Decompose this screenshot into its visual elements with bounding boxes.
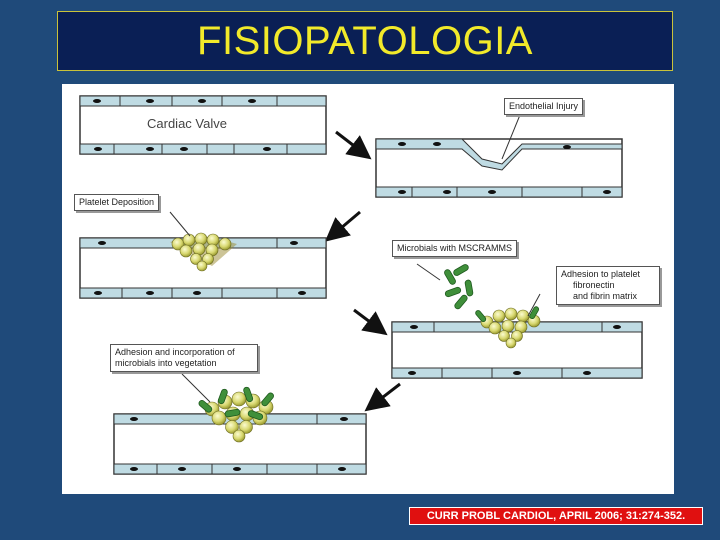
label-incorporation-line-2: microbials into vegetation [115, 358, 217, 368]
citation-badge: CURR PROBL CARDIOL, APRIL 2006; 31:274-3… [409, 507, 703, 525]
microbials-cluster [416, 263, 474, 310]
pathophysiology-diagram: Cardiac Valve [62, 84, 674, 494]
stage-5-vegetation [113, 373, 367, 475]
label-microbials: Microbials with MSCRAMMS [392, 240, 518, 257]
label-incorporation: Adhesion and incorporation of microbials… [110, 344, 258, 372]
label-adhesion-line-2: fibronectin [573, 280, 615, 290]
label-incorporation-line-1: Adhesion and incorporation of [115, 347, 235, 357]
arrow-2 [324, 210, 361, 242]
label-adhesion-line-1: Adhesion to platelet [561, 269, 641, 279]
label-adhesion-line-3: and fibrin matrix [573, 291, 638, 301]
stage-2-injury [375, 109, 623, 198]
pointer-platelet [169, 211, 191, 237]
arrow-4 [364, 382, 401, 412]
arrow-1 [335, 130, 372, 160]
stage-1-valve: Cardiac Valve [79, 95, 327, 155]
label-cardiac-valve: Cardiac Valve [147, 116, 227, 131]
diagram-canvas: Cardiac Valve [79, 95, 643, 475]
title-box: FISIOPATOLOGIA [57, 11, 673, 71]
pointer-injury [501, 109, 523, 160]
slide-title: FISIOPATOLOGIA [197, 18, 533, 63]
label-adhesion-platelet: Adhesion to platelet fibronectin and fib… [556, 266, 660, 305]
stage-4-adhesion [391, 293, 643, 379]
label-endothelial-injury: Endothelial Injury [504, 98, 584, 115]
stage-3-platelets [79, 211, 327, 299]
label-platelet-deposition: Platelet Deposition [74, 194, 160, 211]
arrow-3 [353, 308, 388, 336]
